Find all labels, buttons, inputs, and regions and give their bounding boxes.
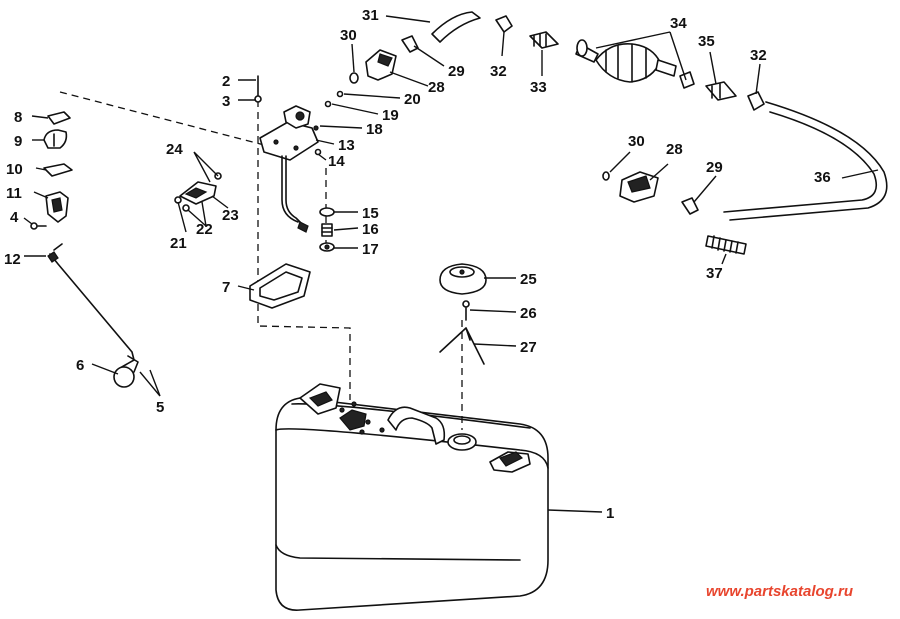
- gauge-parts-left: [30, 111, 139, 388]
- callout-16: 16: [362, 221, 379, 238]
- fuel-line-top: [324, 11, 765, 111]
- hose-spring: [705, 235, 747, 255]
- callout-28-secondary: 28: [666, 141, 683, 158]
- filler-cap: [439, 263, 487, 365]
- callout-31: 31: [362, 7, 379, 24]
- callout-2: 2: [222, 73, 230, 90]
- callout-26: 26: [520, 305, 537, 322]
- callout-13: 13: [338, 137, 355, 154]
- callout-9: 9: [14, 133, 22, 150]
- callout-28: 28: [428, 79, 445, 96]
- callout-35: 35: [698, 33, 715, 50]
- callout-15: 15: [362, 205, 379, 222]
- callout-labels: 1 2 3 4 5 6 7 8 9 10 11 12 13 14 15 16 1…: [4, 7, 831, 522]
- callout-30: 30: [340, 27, 357, 44]
- callout-18: 18: [366, 121, 383, 138]
- callout-10: 10: [6, 161, 23, 178]
- callout-11: 11: [6, 185, 22, 202]
- callout-19: 19: [382, 107, 399, 124]
- callout-24: 24: [166, 141, 183, 158]
- callout-20: 20: [404, 91, 421, 108]
- fuel-hose: [723, 101, 888, 221]
- callout-33: 33: [530, 79, 547, 96]
- callout-29: 29: [448, 63, 465, 80]
- gauge-small-parts: [314, 148, 335, 252]
- fuel-tank: [275, 383, 549, 611]
- callout-1: 1: [606, 505, 614, 522]
- callout-23: 23: [222, 207, 239, 224]
- tank-connector-parts: [602, 171, 699, 215]
- callout-4: 4: [10, 209, 19, 226]
- callout-29-secondary: 29: [706, 159, 723, 176]
- callout-5: 5: [156, 399, 164, 416]
- callout-32-secondary: 32: [750, 47, 767, 64]
- linkage-parts: [174, 172, 222, 212]
- callout-8: 8: [14, 109, 22, 126]
- callout-32: 32: [490, 63, 507, 80]
- callout-34: 34: [670, 15, 687, 32]
- sender-unit: [254, 75, 319, 233]
- callout-36: 36: [814, 169, 831, 186]
- callout-30-secondary: 30: [628, 133, 645, 150]
- watermark: www.partskatalog.ru: [706, 583, 853, 600]
- callout-6: 6: [76, 357, 84, 374]
- callout-3: 3: [222, 93, 230, 110]
- callout-21: 21: [170, 235, 187, 252]
- gasket: [249, 263, 311, 309]
- callout-7: 7: [222, 279, 230, 296]
- callout-22: 22: [196, 221, 213, 238]
- leader-lines: [23, 15, 879, 513]
- callout-27: 27: [520, 339, 537, 356]
- callout-12: 12: [4, 251, 21, 268]
- callout-14: 14: [328, 153, 345, 170]
- callout-37: 37: [706, 265, 723, 282]
- callout-25: 25: [520, 271, 537, 288]
- callout-17: 17: [362, 241, 379, 258]
